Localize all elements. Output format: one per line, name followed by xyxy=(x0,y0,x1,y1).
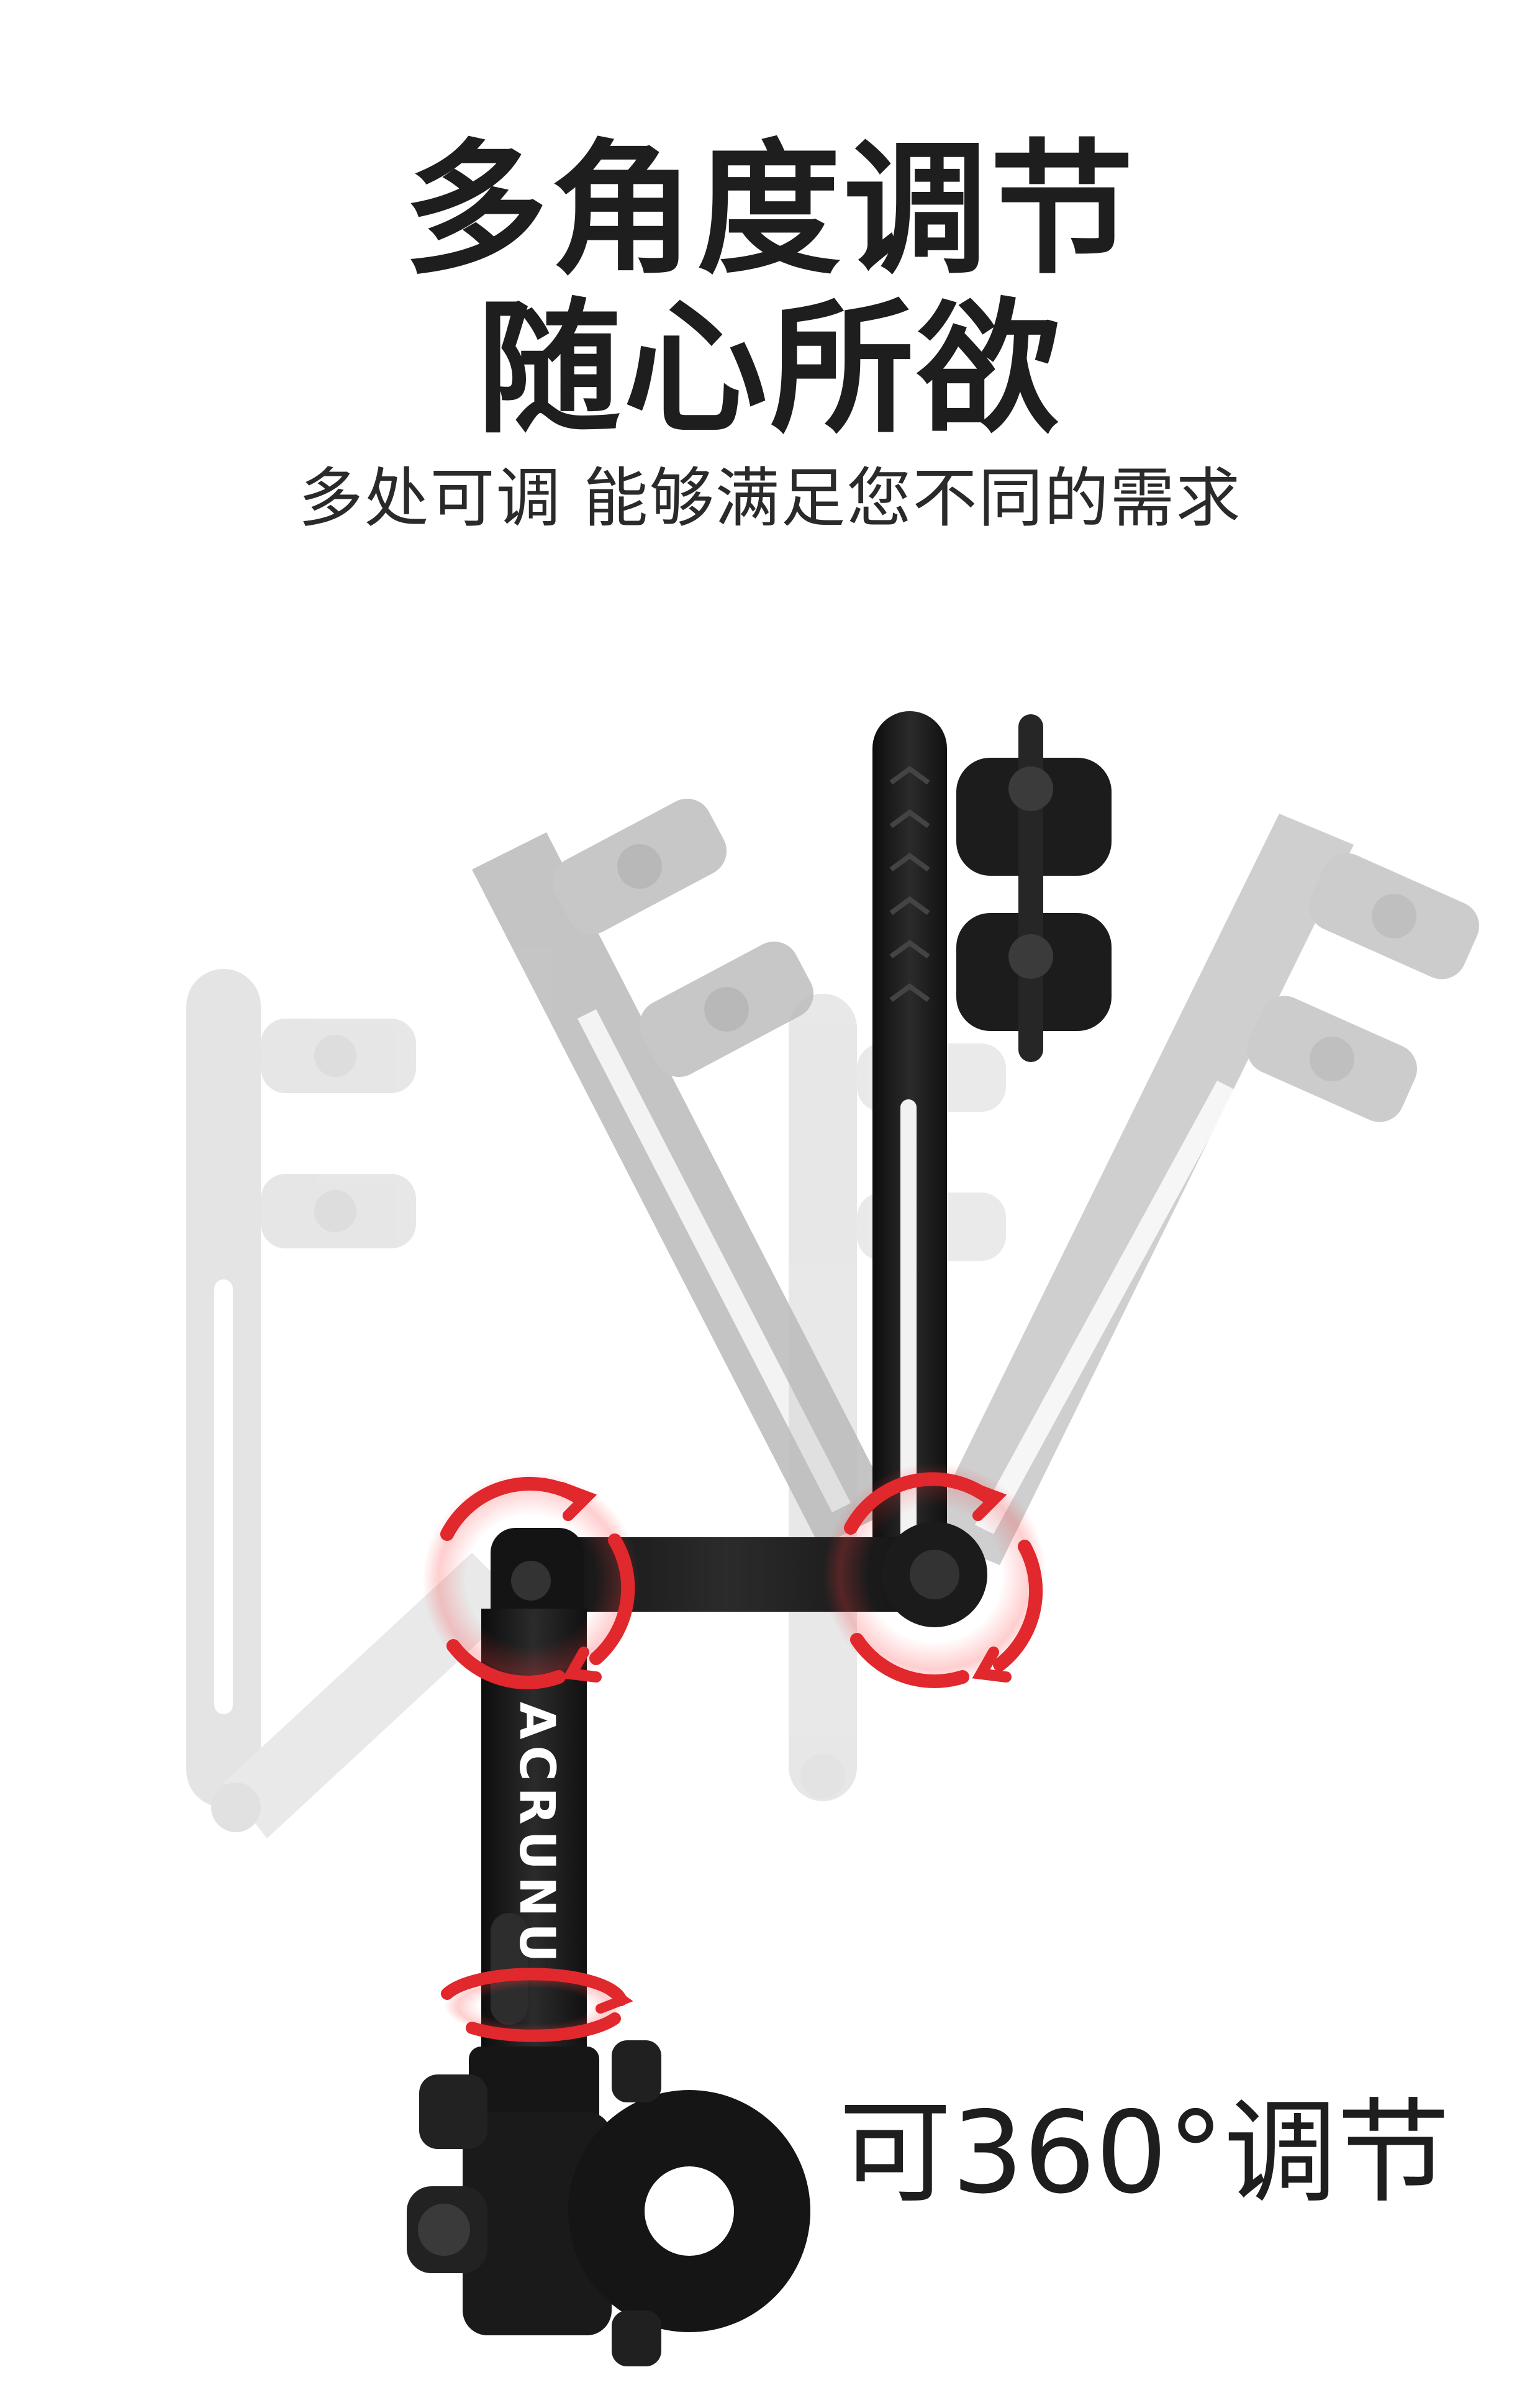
headline-line-1: 多角度调节 xyxy=(403,126,1136,294)
headline-line-2: 随心所欲 xyxy=(476,285,1063,453)
ghost-arm-left xyxy=(186,969,522,1838)
hex-bolt-icon xyxy=(1008,766,1053,811)
rotation-indicator-left-joint xyxy=(422,1472,640,1689)
rotation-caption: 可360°调节 xyxy=(838,2087,1450,2219)
rotation-indicator-right-joint xyxy=(823,1463,1046,1688)
chevron-pattern xyxy=(889,766,930,1002)
rotation-indicator-post xyxy=(441,1968,633,2042)
brand-logo: ACRUNU xyxy=(509,1702,564,1969)
hex-bolt-icon xyxy=(418,2204,470,2256)
ghost-arm-middle-left xyxy=(472,798,894,1547)
ghost-arm-right xyxy=(925,814,1479,1565)
main-upright-arm xyxy=(872,711,1112,1593)
subtitle: 多处可调 能够满足您不同的需求 xyxy=(298,460,1242,536)
base-clamp xyxy=(407,2040,810,2366)
hex-bolt-icon xyxy=(1008,934,1053,979)
